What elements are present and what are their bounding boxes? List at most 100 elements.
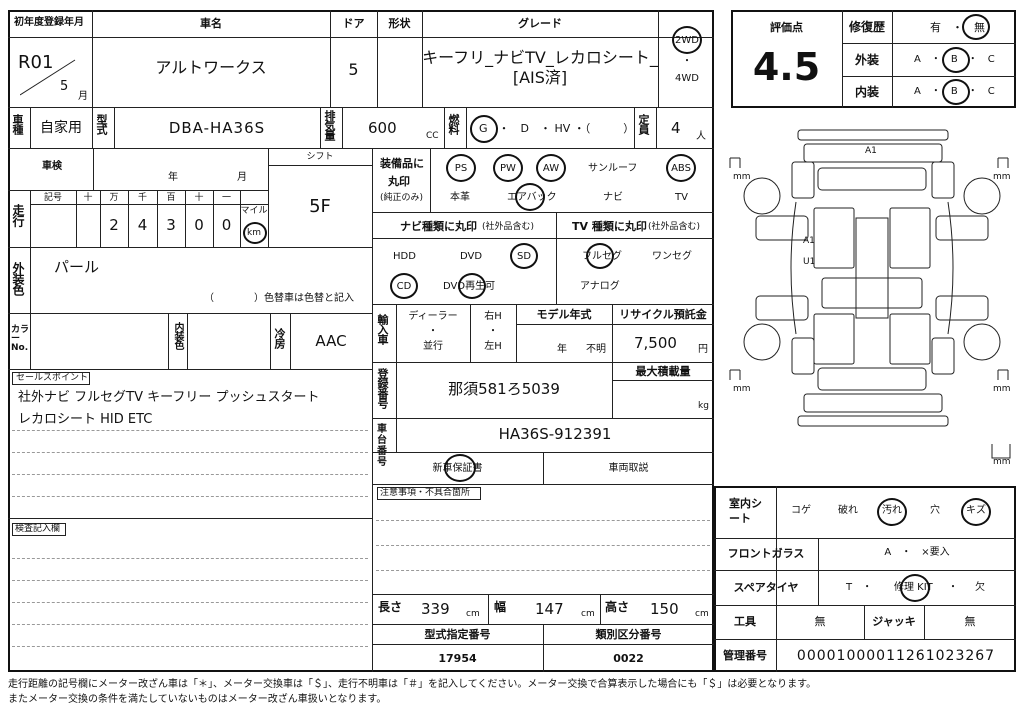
fuel-g-circle xyxy=(470,115,498,143)
grade-line1: キーフリ_ナビTV_レカロシート_ xyxy=(422,48,658,67)
sheet-ana: 穴 xyxy=(930,505,940,516)
score-box xyxy=(731,10,1016,108)
equip-abs: ABS xyxy=(671,163,691,174)
sheet-koge: コゲ xyxy=(791,505,811,516)
cooling: AAC xyxy=(315,332,347,350)
digit-2: 3 xyxy=(166,216,176,234)
windshield-options: A ・ ×要入 xyxy=(884,547,950,558)
color-label: 外装色 xyxy=(11,262,25,295)
km-circle xyxy=(243,222,267,244)
import-label: 輸入車 xyxy=(376,314,389,344)
drive-2wd-circle xyxy=(672,26,702,54)
registration-label: 登録番号 xyxy=(376,368,389,408)
import-left: 左H xyxy=(484,341,502,352)
exterior-label: 外装 xyxy=(854,53,879,67)
footer-line1: 走行距離の記号欄にメーター改ざん車は「＊」、メーター交換車は「＄」、走行不明車は… xyxy=(8,679,817,690)
sheet-yabure: 破れ xyxy=(838,505,858,516)
mm-label-3: mm xyxy=(733,384,751,394)
spare-tire-kit: 修理 KIT xyxy=(894,582,933,593)
sales-line2: レカロシート HID ETC xyxy=(18,412,153,427)
grade-label: グレード xyxy=(518,17,562,30)
digit-header-2: 千 xyxy=(137,193,147,203)
fuel-options: G ・ D ・ HV ・（ ） xyxy=(479,122,635,135)
date-slash xyxy=(20,59,76,96)
digit-0: 2 xyxy=(109,216,119,234)
month-unit: 月 xyxy=(78,91,88,102)
model-year-year: 年 xyxy=(557,344,567,355)
navi-hdd: HDD xyxy=(393,251,416,262)
equip-navi: ナビ xyxy=(603,192,623,203)
inspection-notes-tab xyxy=(12,523,66,536)
max-load-label: 最大積載量 xyxy=(635,365,691,378)
mm-label-4: mm xyxy=(993,384,1011,394)
sheet-kizu: キズ xyxy=(966,505,986,516)
tv-fullseg: フルセグ xyxy=(582,251,622,262)
exterior-b-circle xyxy=(942,47,970,73)
caution-tab xyxy=(377,487,481,500)
spare-tire-label: スペアタイヤ xyxy=(733,581,799,594)
category-label: 車種 xyxy=(11,114,24,134)
equip-label3: (純正のみ) xyxy=(380,193,424,203)
model-year-label: モデル年式 xyxy=(536,308,592,321)
equip-tv: TV xyxy=(675,192,688,203)
kigo-label: 記号 xyxy=(43,193,62,203)
navi-cd: CD xyxy=(396,281,412,292)
new-car-warranty-circle xyxy=(444,454,476,482)
length-unit: cm xyxy=(466,609,480,619)
displacement-label: 排気量 xyxy=(323,110,336,140)
cd-circle xyxy=(390,273,418,299)
width-label: 幅 xyxy=(494,600,507,614)
damage-a1-top: A1 xyxy=(865,146,877,156)
equip-label1: 装備品に xyxy=(380,157,424,170)
import-dot2: ・ xyxy=(488,326,498,337)
cooling-label: 冷房 xyxy=(273,328,286,348)
shaken-label: 車検 xyxy=(42,161,62,172)
shape-label: 形状 xyxy=(388,17,411,30)
mm-label-1: mm xyxy=(733,172,751,182)
car-name-label: 車名 xyxy=(200,17,222,30)
navi-type-sub: (社外品含む) xyxy=(482,222,535,232)
capacity-label: 定員 xyxy=(637,114,650,134)
repair-kit-circle xyxy=(900,574,930,602)
repair-options: 有 ・ 無 xyxy=(930,21,985,34)
digit-header-3: 百 xyxy=(166,193,176,203)
spare-tire-none: 欠 xyxy=(975,582,985,593)
sales-line1: 社外ナビ フルセグTV キーフリー プッシュスタート xyxy=(18,390,320,405)
recycle-value: 7,500 xyxy=(634,334,677,352)
sd-circle xyxy=(510,243,538,269)
main-sheet xyxy=(8,10,714,672)
interior-label: 内装 xyxy=(854,85,879,99)
first-reg-month: 5 xyxy=(60,79,69,94)
footer-line2: またメーター交換の条件を満たしていないものはメーター改ざん車扱いとなります。 xyxy=(8,694,387,705)
model: DBA-HA36S xyxy=(168,119,266,137)
management-value: 00001000011261023267 xyxy=(796,648,996,664)
sales-points-label: セールスポイント xyxy=(16,373,89,383)
shift: 5F xyxy=(309,196,331,217)
model-label: 型式 xyxy=(95,114,108,134)
digit-header-0: 十 xyxy=(83,193,93,203)
import-dot: ・ xyxy=(428,326,438,337)
condition-box xyxy=(714,486,1016,672)
spare-tire-dot: ・ xyxy=(948,582,958,593)
displacement: 600 xyxy=(368,119,397,137)
import-right: 右H xyxy=(484,311,502,322)
tv-analog: アナログ xyxy=(580,281,620,292)
recycle-label: リサイクル預託金 xyxy=(619,308,707,321)
car-name: アルトワークス xyxy=(155,58,267,77)
category-number-value: 0022 xyxy=(613,652,644,665)
category: 自家用 xyxy=(40,120,82,136)
length-value: 339 xyxy=(421,600,450,618)
shift-label: シフト xyxy=(306,152,334,162)
equip-aw: AW xyxy=(542,163,560,174)
interior-color-label: 内装色 xyxy=(172,322,183,349)
import-parallel: 並行 xyxy=(423,341,443,352)
equip-airbag: エアバック xyxy=(507,192,557,203)
interior-sheet-label-1: 室内シート xyxy=(729,497,762,525)
digit-header-1: 万 xyxy=(109,193,119,203)
yogore-circle xyxy=(877,498,907,526)
dvd-play-circle xyxy=(458,273,486,299)
cc-unit: CC xyxy=(426,131,439,141)
tv-type-label: TV 種類に丸印 xyxy=(572,220,647,233)
damage-a1-side: A1 xyxy=(803,236,815,246)
height-label: 高さ xyxy=(605,600,630,614)
